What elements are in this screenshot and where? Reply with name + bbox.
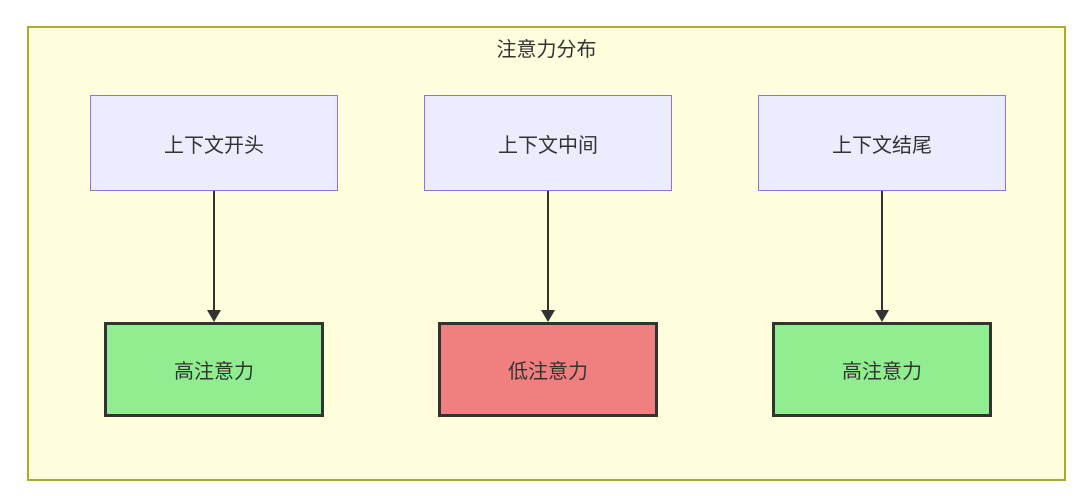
edge-line-3 xyxy=(881,191,883,311)
diagram-title: 注意力分布 xyxy=(496,39,597,61)
node-high-attention-2: 高注意力 xyxy=(772,322,992,417)
arrow-head-icon xyxy=(875,310,889,322)
edge-line-2 xyxy=(547,191,549,311)
subgraph-attention-distribution: 注意力分布 上下文开头 高注意力 上下文中间 低注意力 上下文结尾 高注意力 xyxy=(27,26,1066,481)
node-context-middle: 上下文中间 xyxy=(424,95,672,191)
arrow-head-icon xyxy=(541,310,555,322)
arrow-head-icon xyxy=(207,310,221,322)
node-low-attention: 低注意力 xyxy=(438,322,658,417)
node-high-attention-1: 高注意力 xyxy=(104,322,324,417)
node-context-start: 上下文开头 xyxy=(90,95,338,191)
edge-line-1 xyxy=(213,191,215,311)
node-context-end: 上下文结尾 xyxy=(758,95,1006,191)
